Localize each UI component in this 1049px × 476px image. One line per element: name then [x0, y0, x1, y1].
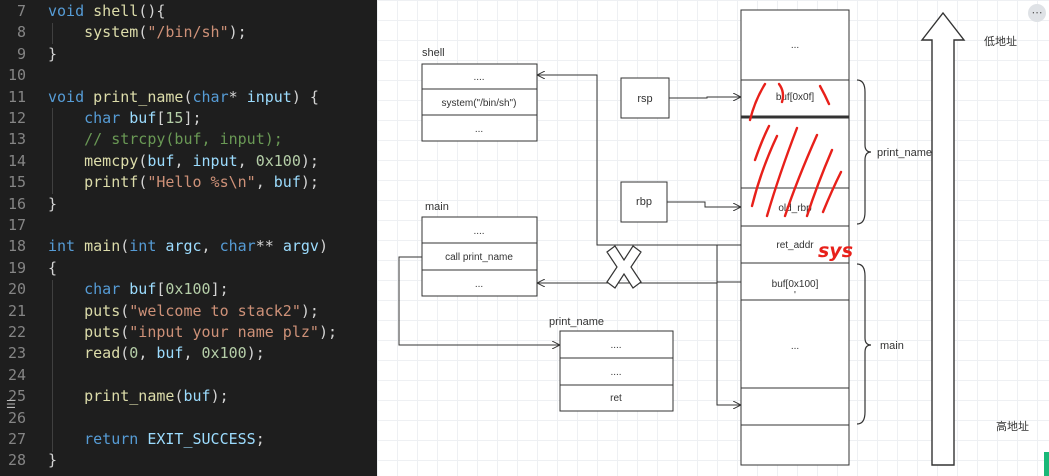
print-name-frame-title: print_name [549, 316, 604, 328]
fold-menu-icon[interactable]: ☰ [6, 398, 16, 411]
code-line-25: 25 print_name(buf); [7, 387, 229, 406]
call-arrow [398, 256, 559, 345]
rbp-pointer-arrow [667, 201, 740, 207]
stack-cell-old-rbp: old_rbp [778, 203, 812, 214]
sys-annotation: sys [818, 240, 853, 262]
code-line-28: 28} [7, 451, 58, 470]
stack-cell-top: ... [791, 40, 799, 51]
more-options-icon[interactable]: ⋯ [1028, 4, 1046, 22]
overflow-hatch-annotation [748, 82, 843, 218]
main-slot: call print_name [445, 252, 513, 263]
code-line-17: 17 [7, 216, 26, 234]
ret-to-shell-arrow [538, 75, 741, 246]
main-slot: .... [473, 226, 484, 237]
shell-frame [421, 63, 538, 142]
main-brace [856, 263, 872, 425]
cross-mark [606, 245, 642, 289]
print-name-slot: .... [610, 340, 621, 351]
code-line-13: 13 // strcpy(buf, input); [7, 130, 283, 149]
stack-cell-dot: ' [794, 290, 796, 301]
indent-guide [52, 108, 53, 194]
shell-slot: ... [475, 124, 483, 135]
stack-cell-ret-addr: ret_addr [776, 240, 814, 251]
frame-link-arrow [716, 245, 740, 405]
print-name-slot: ret [610, 393, 622, 404]
indent-guide [52, 23, 53, 44]
code-line-27: 27 return EXIT_SUCCESS; [7, 430, 265, 448]
main-frame [421, 216, 538, 297]
scroll-indicator[interactable] [1044, 452, 1049, 476]
low-address-label: 低地址 [984, 34, 1017, 48]
code-line-14: 14 memcpy(buf, input, 0x100); [7, 151, 319, 170]
stack-column [740, 9, 850, 466]
code-line-23: 23 read(0, buf, 0x100); [7, 344, 265, 363]
code-line-16: 16} [7, 194, 58, 213]
code-line-15: 15 printf("Hello %s\n", buf); [7, 173, 319, 192]
code-line-22: 22 puts("input your name plz"); [7, 323, 337, 341]
shell-frame-title: shell [422, 47, 445, 59]
code-line-24: 24 [7, 365, 26, 384]
code-line-9: 9} [16, 44, 58, 63]
address-direction-arrow [920, 11, 966, 466]
print-name-frame [559, 330, 674, 412]
whiteboard-canvas[interactable]: shell .... system("/bin/sh") ... main ..… [377, 0, 1049, 476]
code-line-10: 10 [7, 66, 26, 85]
shell-slot: system("/bin/sh") [442, 98, 517, 109]
stack-diagram: shell .... system("/bin/sh") ... main ..… [398, 9, 1029, 466]
code-line-21: 21 puts("welcome to stack2"); [7, 301, 319, 320]
high-address-label: 高地址 [996, 419, 1029, 433]
code-line-26: 26 [7, 408, 26, 427]
rbp-register-box [620, 181, 668, 223]
code-line-12: 12 char buf[15]; [7, 109, 202, 127]
stack-cell-main-rest: ... [791, 341, 799, 352]
code-line-20: 20 char buf[0x100]; [7, 280, 229, 299]
code-line-8: 8 system("/bin/sh"); [16, 23, 247, 42]
print-name-brace [856, 79, 872, 225]
stack-cell-buf: buf[0x0f] [776, 92, 815, 103]
brace-main-label: main [880, 340, 904, 352]
code-line-19: 19{ [7, 258, 58, 277]
rsp-register-box [620, 77, 670, 119]
rsp-label: rsp [637, 93, 652, 105]
indent-guide [52, 280, 53, 452]
print-name-slot: .... [610, 367, 621, 378]
rsp-pointer-arrow [669, 97, 740, 98]
main-frame-title: main [425, 201, 449, 213]
shell-slot: .... [473, 72, 484, 83]
stack-cell-main-buf: buf[0x100] [772, 279, 819, 290]
main-slot: ... [475, 279, 483, 290]
rbp-label: rbp [636, 196, 652, 208]
brace-print-name-label: print_name [877, 147, 932, 159]
